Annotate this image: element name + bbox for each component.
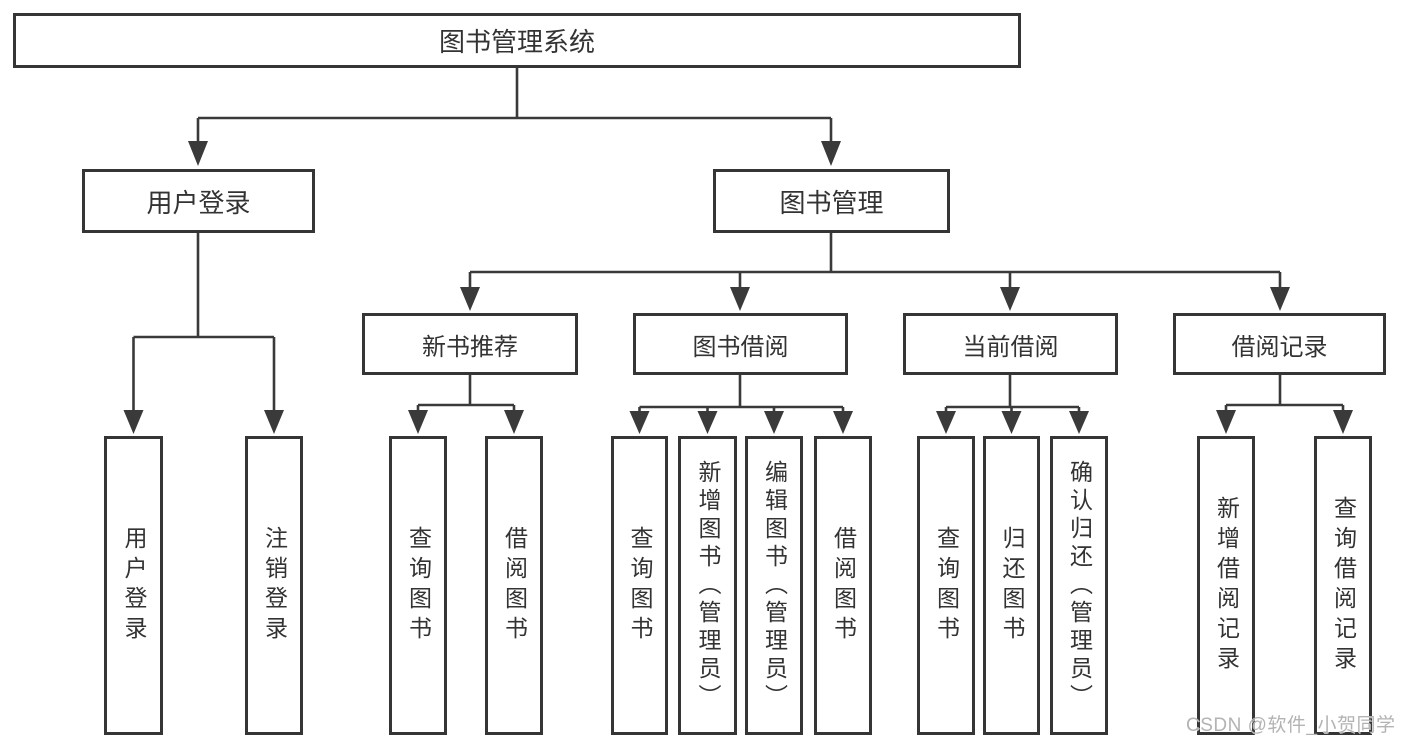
node-label: 借阅图书	[830, 525, 857, 646]
leaf-query-borrow-record: 查询借阅记录	[1314, 436, 1372, 735]
leaf-add-borrow-record: 新增借阅记录	[1197, 436, 1255, 735]
leaf-logout: 注销登录	[245, 436, 303, 735]
node-label: 归还图书	[999, 525, 1025, 646]
node-label: 新增图书（管理员）	[695, 459, 721, 712]
connector-book-borrow-children	[629, 375, 853, 434]
leaf-query-books-borrow: 查询图书	[611, 436, 668, 735]
node-label: 注销登录	[261, 525, 288, 646]
node-new-book-recommendation: 新书推荐	[362, 313, 578, 375]
node-label: 图书借阅	[692, 333, 789, 361]
leaf-edit-books-admin: 编辑图书（管理员）	[745, 436, 803, 735]
connector-root-to-level2	[188, 68, 841, 166]
node-label: 新增借阅记录	[1213, 495, 1240, 676]
node-library-management-system: 图书管理系统	[13, 13, 1021, 68]
leaf-borrow-books-recommend: 借阅图书	[485, 436, 543, 735]
node-borrowing-records: 借阅记录	[1173, 313, 1386, 375]
node-label: 图书管理	[779, 187, 884, 218]
leaf-borrow-books: 借阅图书	[814, 436, 872, 735]
connector-new-book-children	[408, 375, 524, 434]
leaf-query-books-recommend: 查询图书	[389, 436, 447, 735]
node-book-management: 图书管理	[713, 169, 950, 233]
node-user-login: 用户登录	[82, 169, 315, 233]
node-label: 当前借阅	[962, 333, 1059, 361]
csdn-watermark: CSDN @软件_小贺同学	[1186, 715, 1396, 736]
connector-user-login-children	[123, 233, 284, 434]
connector-borrow-record-children	[1216, 375, 1353, 434]
node-label: 查询借阅记录	[1330, 495, 1357, 676]
node-label: 查询图书	[405, 525, 432, 646]
leaf-return-books: 归还图书	[983, 436, 1040, 735]
leaf-confirm-return-admin: 确认归还（管理员）	[1050, 436, 1108, 735]
node-label: 借阅图书	[501, 525, 528, 646]
node-label: 确认归还（管理员）	[1066, 459, 1093, 712]
node-label: 借阅记录	[1231, 333, 1328, 361]
leaf-add-books-admin: 新增图书（管理员）	[678, 436, 737, 735]
node-current-borrowing: 当前借阅	[903, 313, 1118, 375]
connector-book-management-children	[460, 233, 1290, 311]
node-book-borrowing: 图书借阅	[633, 313, 848, 375]
connector-current-borrow-children	[936, 375, 1089, 434]
leaf-user-login: 用户登录	[104, 436, 163, 735]
node-label: 新书推荐	[422, 333, 518, 361]
node-label: 图书管理系统	[438, 27, 595, 57]
leaf-query-books-current: 查询图书	[917, 436, 975, 735]
node-label: 查询图书	[627, 525, 653, 646]
node-label: 查询图书	[933, 525, 960, 646]
node-label: 用户登录	[121, 525, 147, 646]
node-label: 编辑图书（管理员）	[761, 459, 788, 712]
node-label: 用户登录	[146, 187, 251, 218]
